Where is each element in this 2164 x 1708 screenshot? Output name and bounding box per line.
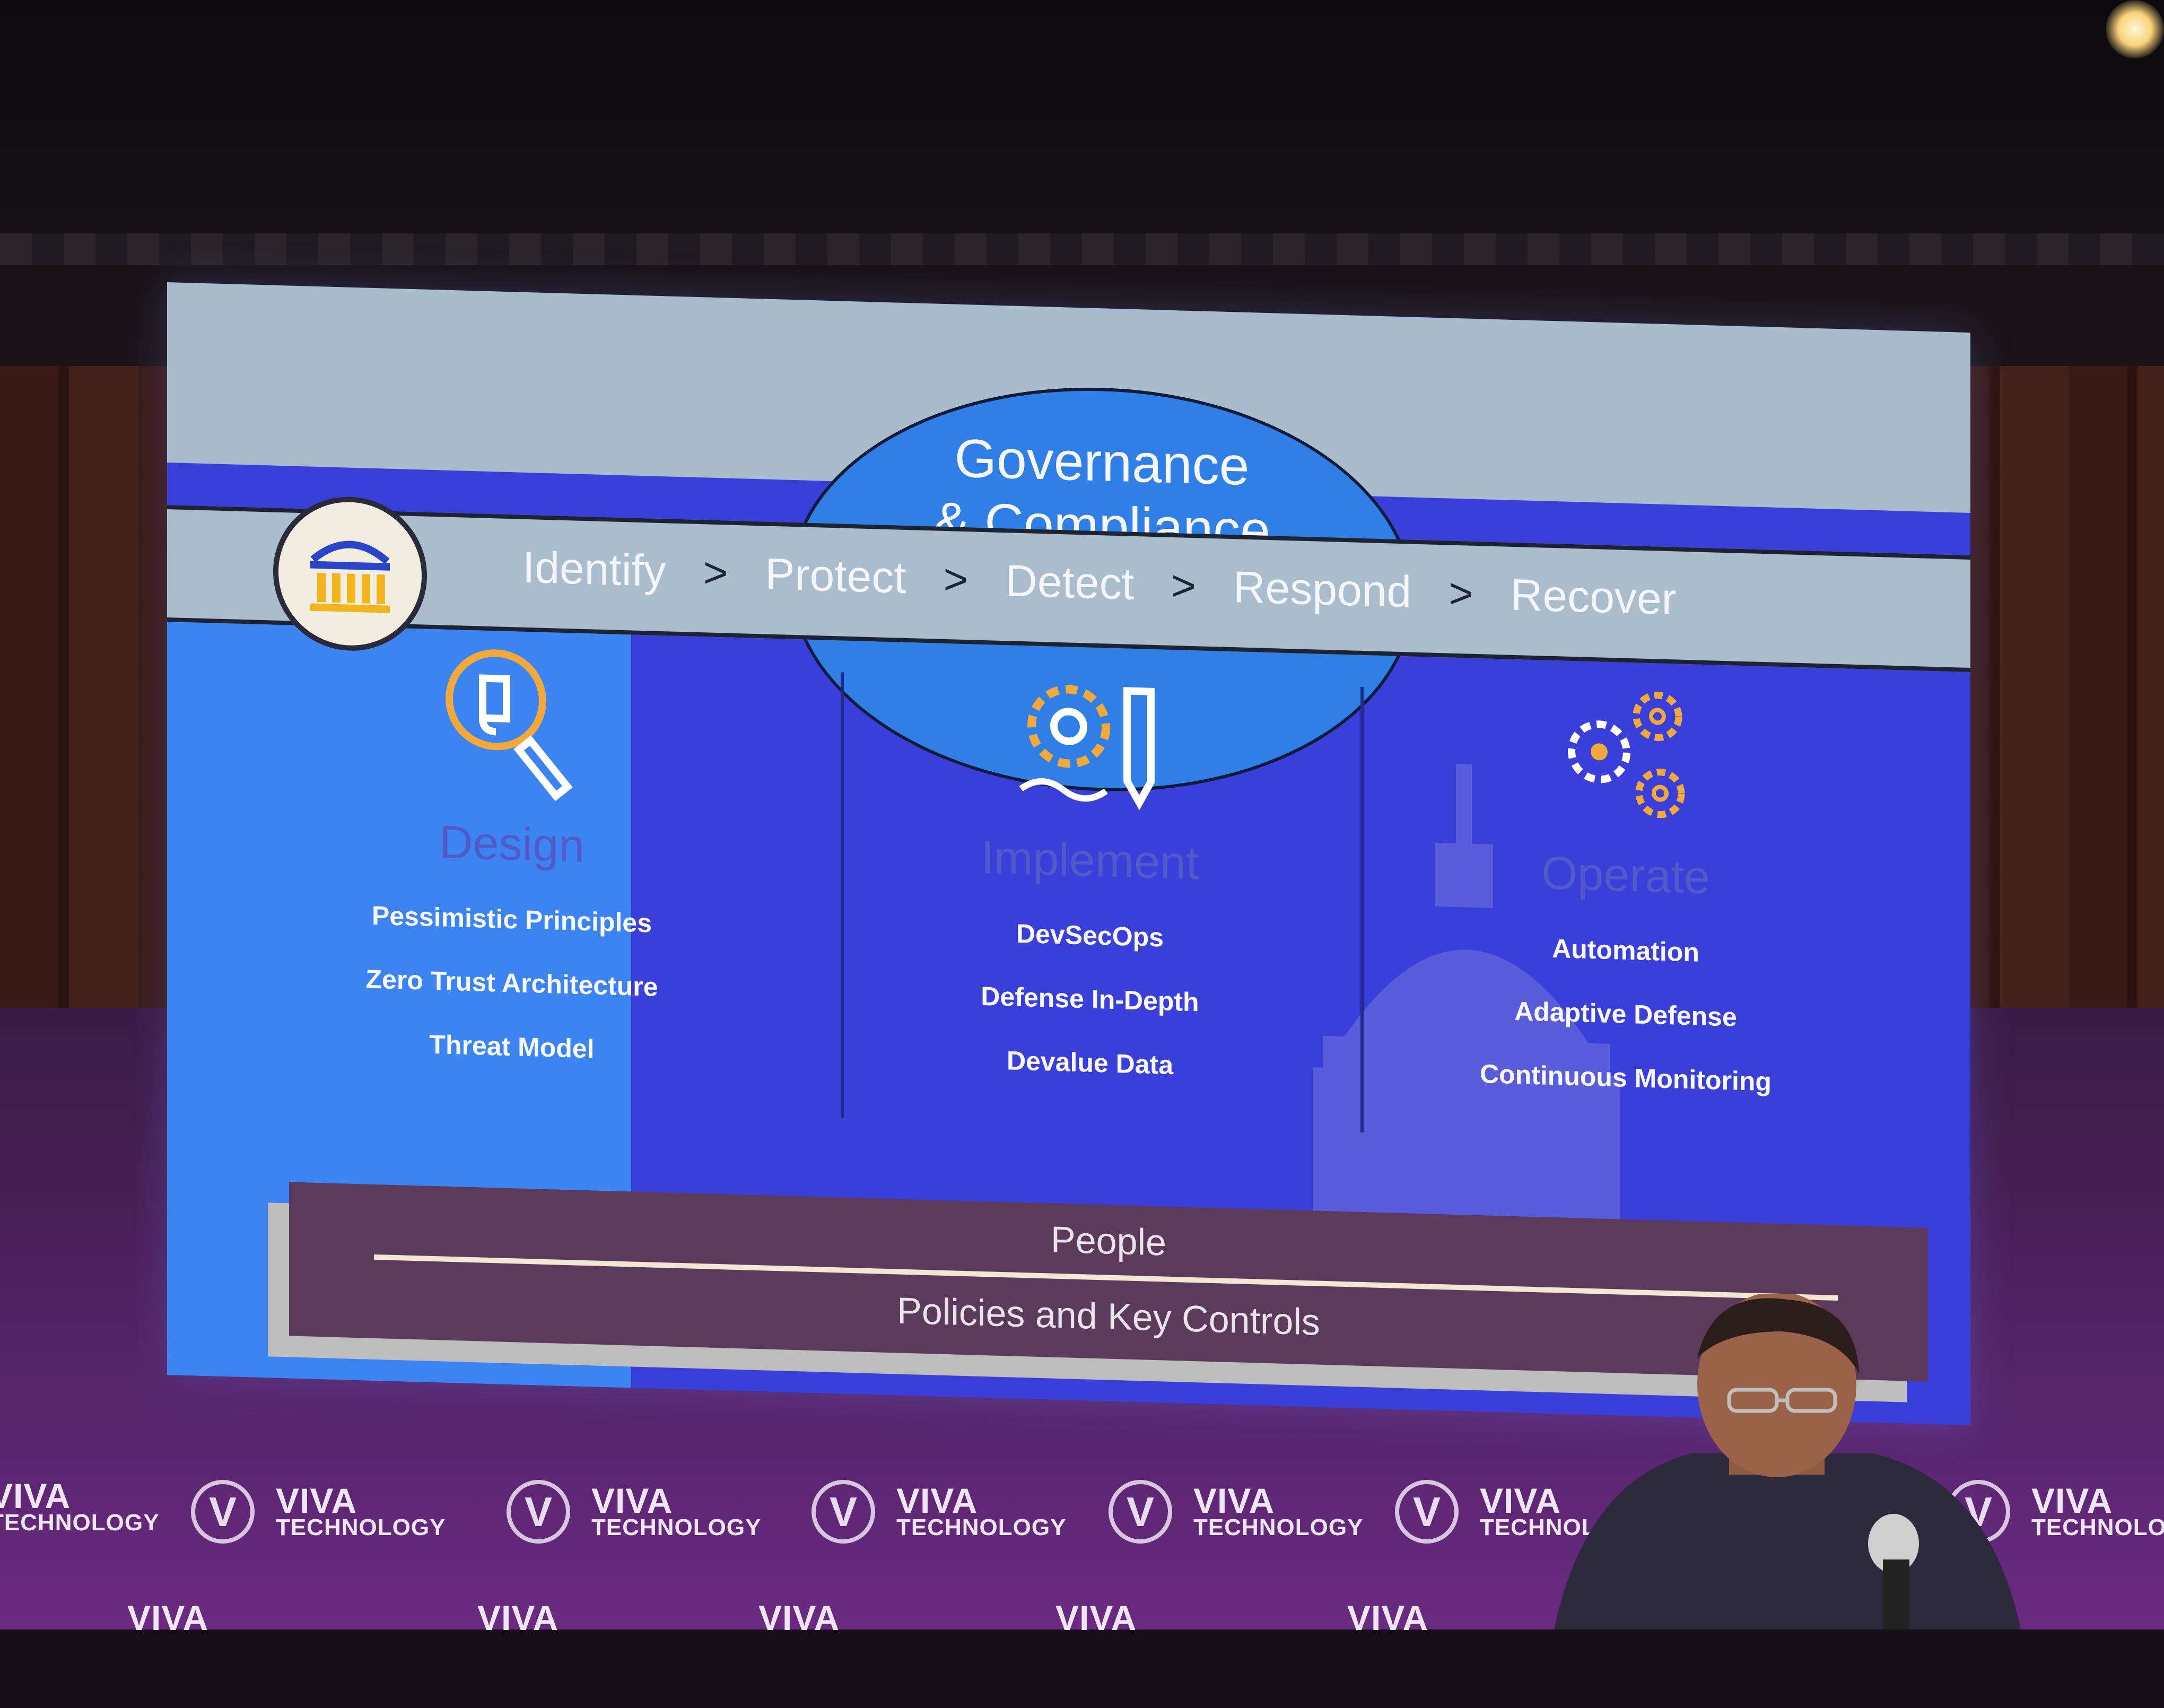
lighting-truss bbox=[0, 233, 2164, 265]
column-item: Pessimistic Principles bbox=[371, 900, 652, 938]
capitol-watermark-icon bbox=[1313, 763, 1620, 1246]
step-detect: Detect bbox=[1005, 555, 1135, 609]
column-divider bbox=[841, 672, 844, 1118]
column-item: Adaptive Defense bbox=[1514, 996, 1737, 1032]
step-separator: > bbox=[1449, 569, 1473, 617]
design-column: Design Pessimistic Principles Zero Trust… bbox=[273, 635, 751, 1069]
brand-v-icon: V bbox=[191, 1480, 255, 1544]
implement-column: Implement DevSecOps Defense In-Depth Dev… bbox=[851, 651, 1329, 1085]
step-recover: Recover bbox=[1510, 569, 1677, 624]
step-respond: Respond bbox=[1233, 562, 1412, 617]
stage-light bbox=[2106, 0, 2164, 58]
column-divider bbox=[1360, 686, 1364, 1133]
step-identify: Identify bbox=[522, 542, 666, 596]
column-item: Zero Trust Architecture bbox=[365, 964, 658, 1002]
column-item: DevSecOps bbox=[1016, 918, 1164, 953]
operate-column: Operate Automation Adaptive Defense Cont… bbox=[1387, 666, 1864, 1100]
brand-v-icon: V bbox=[507, 1480, 570, 1544]
column-item: Devalue Data bbox=[1006, 1045, 1174, 1080]
magnifier-document-icon bbox=[273, 635, 751, 824]
three-gears-icon bbox=[1387, 666, 1864, 855]
step-separator: > bbox=[943, 555, 968, 603]
step-separator: > bbox=[703, 548, 728, 597]
projected-slide: Governance & Compliance Identify > Prote… bbox=[167, 282, 1970, 1425]
column-item: Automation bbox=[1552, 933, 1699, 968]
speaker-person bbox=[1554, 1294, 2021, 1629]
step-protect: Protect bbox=[765, 548, 906, 603]
brand-v-icon: V bbox=[1109, 1480, 1172, 1544]
brand-v-icon: V bbox=[812, 1480, 875, 1544]
people-label: People bbox=[1051, 1218, 1166, 1263]
brand-v-icon: V bbox=[1395, 1480, 1459, 1544]
step-separator: > bbox=[1171, 561, 1196, 609]
government-building-icon bbox=[273, 494, 427, 653]
gear-pen-icon bbox=[851, 651, 1329, 840]
column-item: Defense In-Depth bbox=[981, 981, 1199, 1017]
